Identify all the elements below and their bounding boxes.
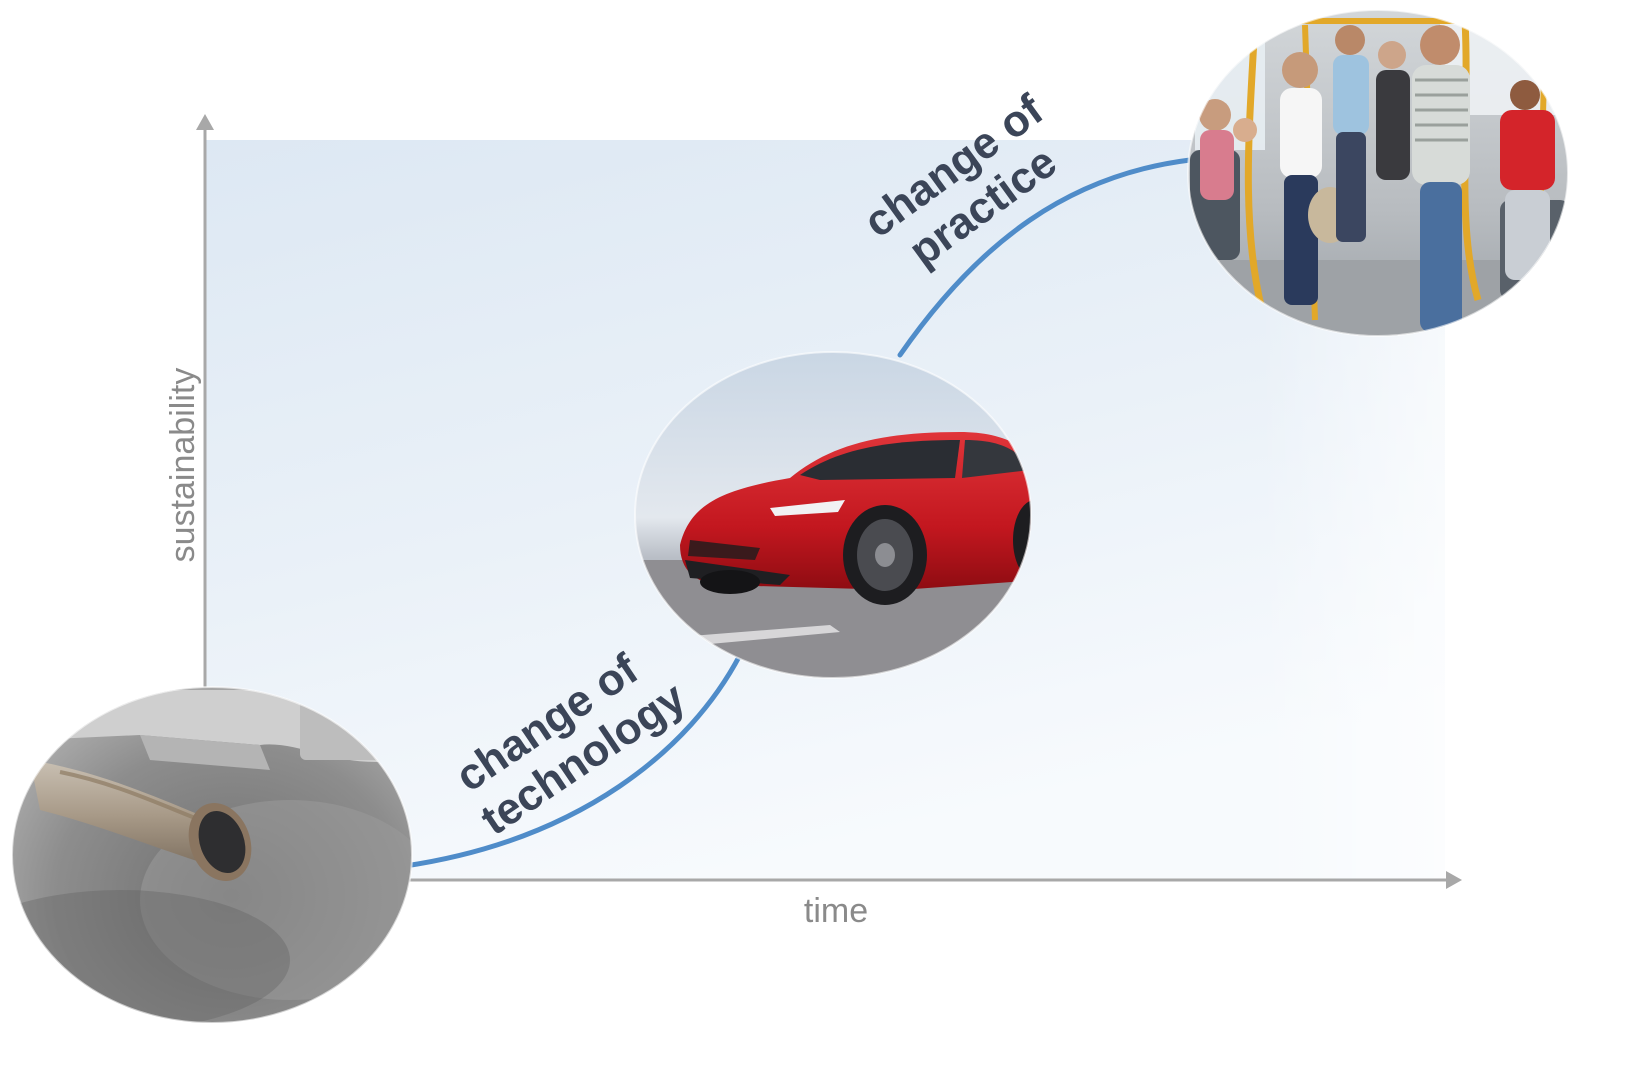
crowded-bus-photo-icon [1187,9,1569,337]
x-axis [205,871,1462,889]
x-axis-arrow-icon [1446,871,1462,889]
transition-curve [402,157,1193,869]
exhaust-pipe-photo-icon [11,686,413,1024]
y-axis-arrow-icon [196,114,214,130]
y-axis-label: sustainability [164,368,202,563]
x-axis-label: time [804,892,868,930]
